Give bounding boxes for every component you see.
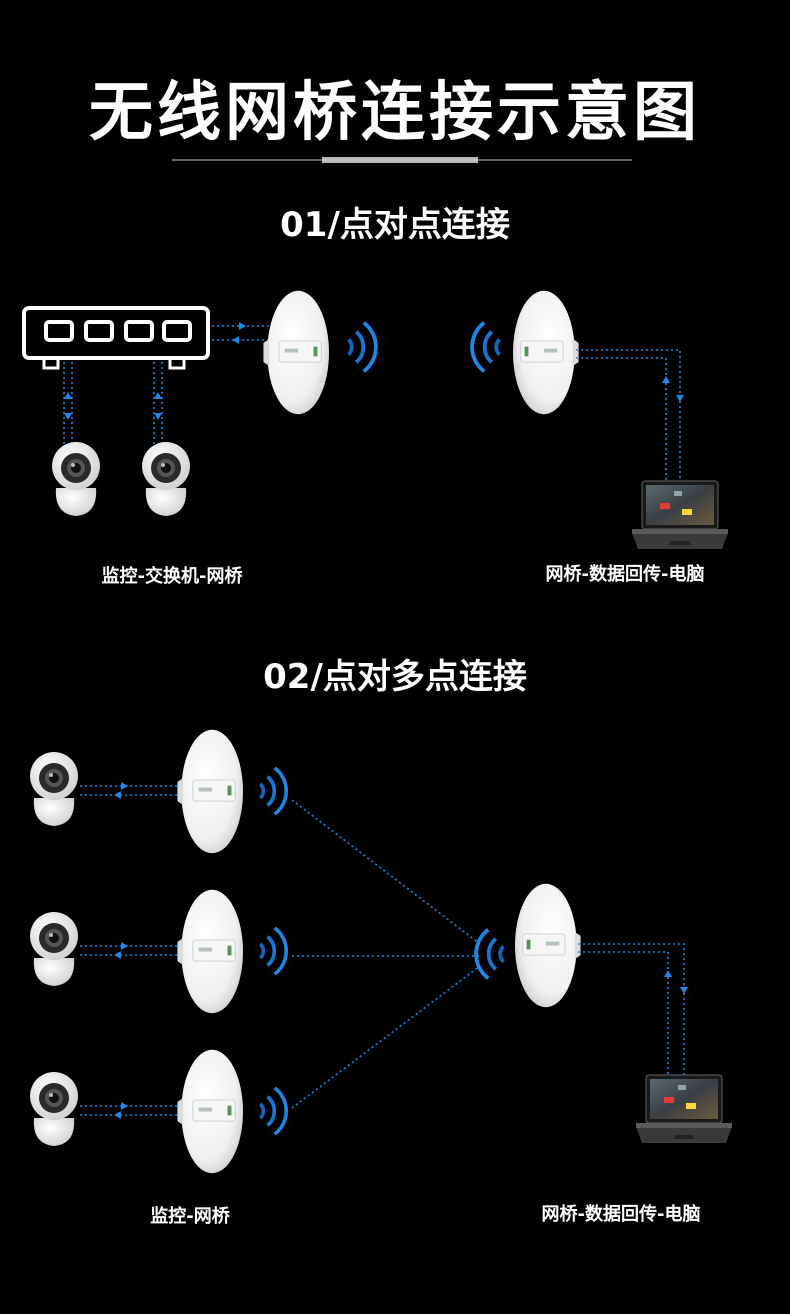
- link-bridge-laptop-b: [578, 951, 669, 1076]
- arrow-up-icon: [64, 392, 72, 399]
- caption-p2p-right: 网桥-数据回传-电脑: [545, 564, 705, 585]
- bridge-dish-icon: [512, 290, 580, 415]
- page-title: 无线网桥连接示意图: [89, 76, 701, 150]
- bridge-dish-icon: [176, 729, 244, 854]
- section-title-p2mp: 02/点对多点连接: [263, 657, 527, 697]
- caption-p2mp-left: 监控-网桥: [150, 1206, 230, 1227]
- camera-bridge-links: [80, 782, 186, 1119]
- arrow-right-icon: [239, 322, 246, 330]
- arrow-left-icon: [232, 336, 239, 344]
- arrow-up-icon: [662, 376, 670, 383]
- camera-icon: [142, 442, 190, 516]
- arrow-down-icon: [64, 413, 72, 420]
- caption-p2p-left: 监控-交换机-网桥: [101, 566, 243, 587]
- wifi-signal-icon: [472, 323, 499, 372]
- arrow-down-icon: [154, 413, 162, 420]
- camera-icon: [30, 752, 78, 826]
- arrow-down-icon: [676, 395, 684, 402]
- wifi-signal-icon: [476, 930, 503, 979]
- arrow-up-icon: [154, 392, 162, 399]
- wifi-signal-icon: [260, 928, 286, 974]
- bridge-dish-icon: [176, 1049, 244, 1174]
- camera-icon: [30, 1072, 78, 1146]
- arrow-up-icon: [664, 970, 672, 977]
- network-switch-icon: [22, 306, 210, 370]
- camera-icon: [52, 442, 100, 516]
- wifi-signal-icon: [260, 768, 286, 814]
- section-title-p2p: 01/点对点连接: [280, 205, 510, 245]
- link-bridge-laptop-a: [576, 349, 681, 484]
- wireless-link-3: [291, 965, 481, 1109]
- laptop-icon: [635, 1074, 733, 1144]
- link-bridge-laptop-a: [578, 943, 685, 1076]
- bridge-dish-icon: [514, 883, 582, 1008]
- caption-p2mp-right: 网桥-数据回传-电脑: [541, 1204, 701, 1225]
- bridge-dish-icon: [176, 889, 244, 1014]
- link-bridge-laptop-b: [576, 357, 667, 484]
- wireless-link-1: [291, 799, 481, 945]
- wifi-signal-icon: [349, 323, 376, 372]
- bridge-dish-icon: [262, 290, 330, 415]
- laptop-icon: [631, 480, 729, 550]
- wifi-signal-icon: [260, 1088, 286, 1134]
- camera-icon: [30, 912, 78, 986]
- arrow-down-icon: [680, 987, 688, 994]
- title-divider-accent: [322, 157, 478, 163]
